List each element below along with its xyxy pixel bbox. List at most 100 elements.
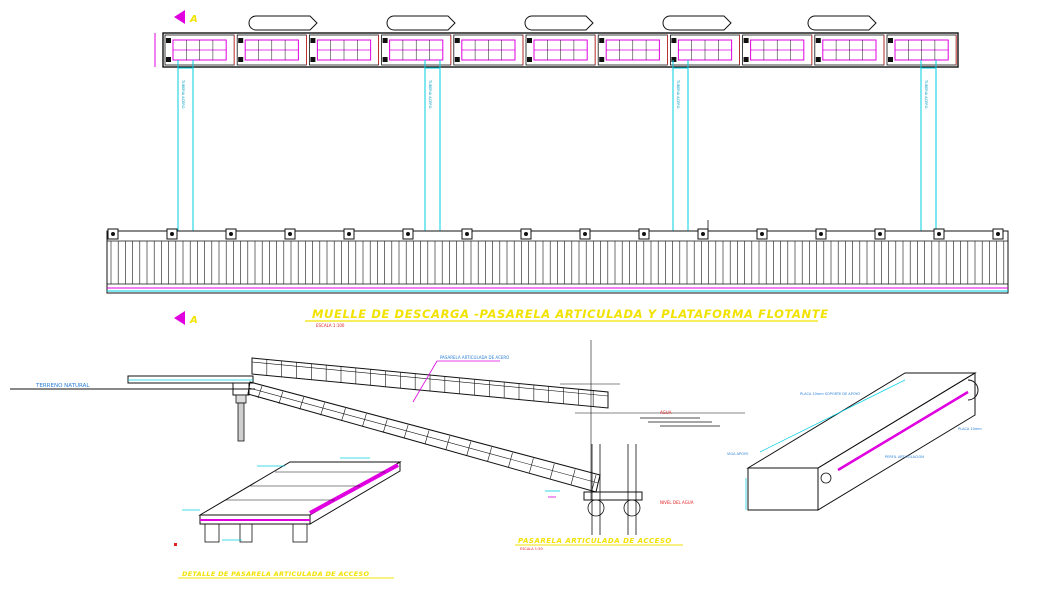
elevation-section: TERRENO NATURAL PASARELA ARTICULADA DE A… (10, 340, 745, 535)
pier-outline (106, 230, 1009, 294)
detail-marker (174, 543, 177, 546)
hinged-walkway-rungs (257, 385, 597, 491)
pile-note: TUBERIA ACERO (924, 79, 928, 109)
detail-caption: DETALLE DE PASARELA ARTICULADA DE ACCESO (178, 570, 394, 579)
pier-post-bolt (229, 232, 233, 236)
module-bolt (743, 38, 749, 43)
section-arrow-icon (174, 10, 185, 24)
callout-leader (412, 360, 438, 403)
walkway-rung (278, 391, 284, 404)
beam-hinge (967, 379, 979, 401)
walkway-rung (299, 397, 305, 410)
pier-post-bolt (937, 232, 941, 236)
water-level-label: NIVEL DEL AGUA (660, 500, 694, 505)
beam-note: PLACA 10mm SOPORTE DE APOYO (800, 392, 860, 396)
pier-post-bolt (819, 232, 823, 236)
beam-detail: PLACA 10mm SOPORTE DE APOYO PLACA 10mm V… (727, 372, 982, 511)
walkway-rung (466, 441, 472, 456)
hinged-walkway-rail (248, 387, 599, 484)
pier-post-bolt (524, 232, 528, 236)
walkway-rung (424, 430, 430, 445)
terrain-label: TERRENO NATURAL (35, 383, 90, 389)
pier-post-bolt (583, 232, 587, 236)
module-bolt (166, 38, 171, 43)
float-shape (386, 15, 456, 31)
module-bolt (527, 38, 532, 43)
section-marker-top: A (174, 10, 198, 25)
pier-post-bolt (347, 232, 351, 236)
beam-top (746, 372, 977, 469)
module-bolt (599, 38, 605, 43)
pontoon-float (623, 499, 641, 517)
pier-post-bolt (111, 232, 115, 236)
water-symbol: AGUA (640, 410, 720, 427)
walkway-rung (591, 474, 597, 491)
detail-leg (239, 523, 253, 543)
beam-rail-magenta (837, 390, 969, 472)
section-letter: A (189, 315, 198, 326)
walkway-rung (382, 419, 388, 433)
module-bolt (382, 38, 388, 43)
pontoon-deck (583, 491, 643, 501)
module-bolt (888, 38, 893, 43)
pier-planks (110, 241, 1005, 284)
module-bolt (454, 38, 460, 43)
beam-dimension (759, 379, 906, 453)
pier-post-bolt (406, 232, 410, 236)
module-bolt (238, 57, 244, 62)
walkway-rung (508, 452, 513, 468)
walkway-label: PASARELA ARTICULADA DE ACCESO (518, 537, 672, 545)
platform-modules (164, 34, 957, 66)
pier-column (237, 402, 245, 442)
beam-bolt (820, 472, 832, 484)
walkway-rung (570, 469, 576, 485)
float-shape (524, 15, 594, 31)
module-bolt (671, 57, 677, 62)
module-bolt (310, 57, 316, 62)
module-bolt (238, 38, 244, 43)
section-marker-bottom: A (174, 311, 198, 326)
module-bolt (166, 57, 171, 62)
detail-edge-magenta (309, 463, 399, 515)
walkway-scale: ESCALA 1:50 (520, 547, 543, 551)
module-bolt (671, 38, 677, 43)
walkway-caption: PASARELA ARTICULADA DE ACCESO ESCALA 1:5… (515, 537, 683, 551)
walkway-rung (549, 463, 555, 479)
pile-note: TUBERIA ACERO (428, 79, 432, 109)
detail-leg (292, 523, 308, 543)
beam-end (747, 467, 819, 511)
walkway-rung (529, 458, 534, 473)
walkway-rung (445, 435, 451, 450)
pier-post-bolt (996, 232, 1000, 236)
float-row (248, 15, 877, 31)
water-label: AGUA (660, 410, 672, 415)
module-bolt (888, 57, 893, 62)
float-shape (662, 15, 732, 31)
main-scale: ESCALA 1:100 (316, 323, 345, 328)
beam-note: PLACA 10mm (958, 427, 982, 431)
pier-plan (106, 220, 1009, 294)
main-title-block: MUELLE DE DESCARGA -PASARELA ARTICULADA … (305, 307, 829, 328)
main-title: MUELLE DE DESCARGA -PASARELA ARTICULADA … (312, 307, 829, 321)
float-shape (248, 15, 318, 31)
beam-side (817, 372, 976, 511)
section-letter: A (189, 14, 198, 25)
walkway-rung (362, 413, 367, 427)
callout-label: PASARELA ARTICULADA DE ACERO (440, 355, 509, 360)
pile-note: TUBERIA ACERO (676, 79, 680, 109)
raised-walkway-rungs (251, 358, 609, 408)
pier-head (235, 394, 247, 404)
module-bolt (743, 57, 749, 62)
pier-post-bolt (465, 232, 469, 236)
pier-posts (107, 228, 1004, 240)
pier-post-bolt (170, 232, 174, 236)
beam-note: PERFIL ARTICULACION (885, 455, 924, 459)
module-bolt (454, 57, 460, 62)
walkway-rung (257, 385, 263, 399)
module-bolt (527, 57, 532, 62)
pontoon-float (587, 499, 605, 517)
beam-note: VIGA APOYO (727, 452, 749, 456)
floating-platform-plan (154, 32, 959, 68)
pier-post-bolt (760, 232, 764, 236)
